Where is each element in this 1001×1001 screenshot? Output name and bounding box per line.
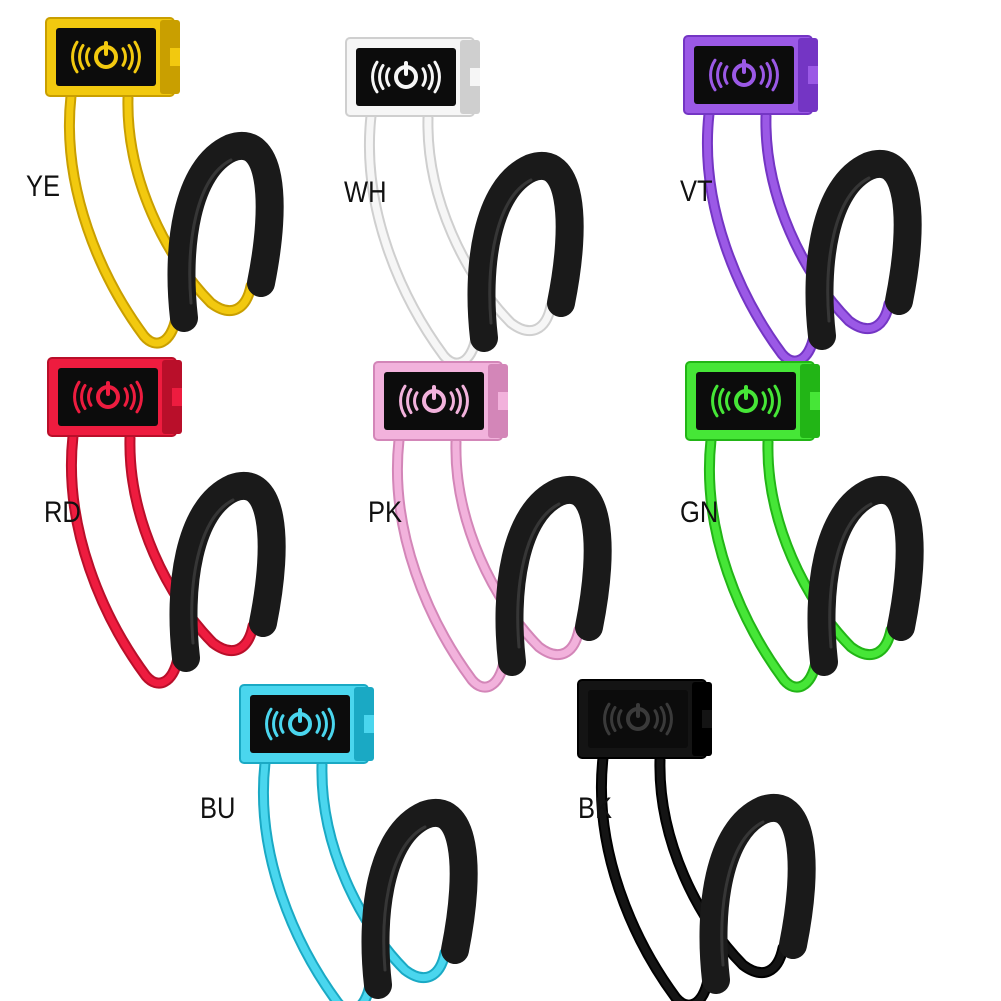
foam-neckband: [361, 799, 478, 999]
clamp-face: [696, 372, 796, 430]
clamp-face: [694, 46, 794, 104]
color-code-wh: WH: [344, 176, 387, 209]
foam-neckband: [167, 132, 284, 332]
wireless-ring-logo-icon: [265, 707, 335, 741]
clamp-face: [356, 48, 456, 106]
clamp-face: [56, 28, 156, 86]
neck-holder-gn: [685, 361, 924, 693]
color-code-bk: BK: [578, 792, 613, 825]
color-code-vt: VT: [680, 175, 713, 208]
neck-holder-pk: [373, 361, 612, 693]
foam-neckband: [495, 476, 612, 676]
neck-holder-rd: [47, 357, 286, 689]
clamp-face: [588, 690, 688, 748]
neck-holder-bu: [239, 684, 478, 1001]
wireless-ring-logo-icon: [371, 60, 441, 94]
wireless-ring-logo-icon: [73, 380, 143, 414]
wireless-ring-logo-icon: [709, 58, 779, 92]
color-code-ye: YE: [26, 170, 61, 203]
foam-neckband: [805, 150, 922, 350]
color-code-rd: RD: [44, 496, 81, 529]
clamp-face: [384, 372, 484, 430]
clamp-face: [58, 368, 158, 426]
foam-neckband: [699, 794, 816, 994]
wireless-ring-logo-icon: [71, 40, 141, 74]
color-code-gn: GN: [680, 496, 719, 529]
wireless-ring-logo-icon: [399, 384, 469, 418]
wireless-ring-logo-icon: [603, 702, 673, 736]
clamp-face: [250, 695, 350, 753]
neck-holder-wh: [345, 37, 584, 369]
wireless-ring-logo-icon: [711, 384, 781, 418]
color-code-bu: BU: [200, 792, 236, 825]
foam-neckband: [807, 476, 924, 676]
color-code-pk: PK: [368, 496, 403, 529]
neck-holder-bk: [577, 679, 816, 1001]
foam-neckband: [169, 472, 286, 672]
neck-holder-vt: [683, 35, 922, 367]
neck-holder-ye: [45, 17, 284, 349]
foam-neckband: [467, 152, 584, 352]
